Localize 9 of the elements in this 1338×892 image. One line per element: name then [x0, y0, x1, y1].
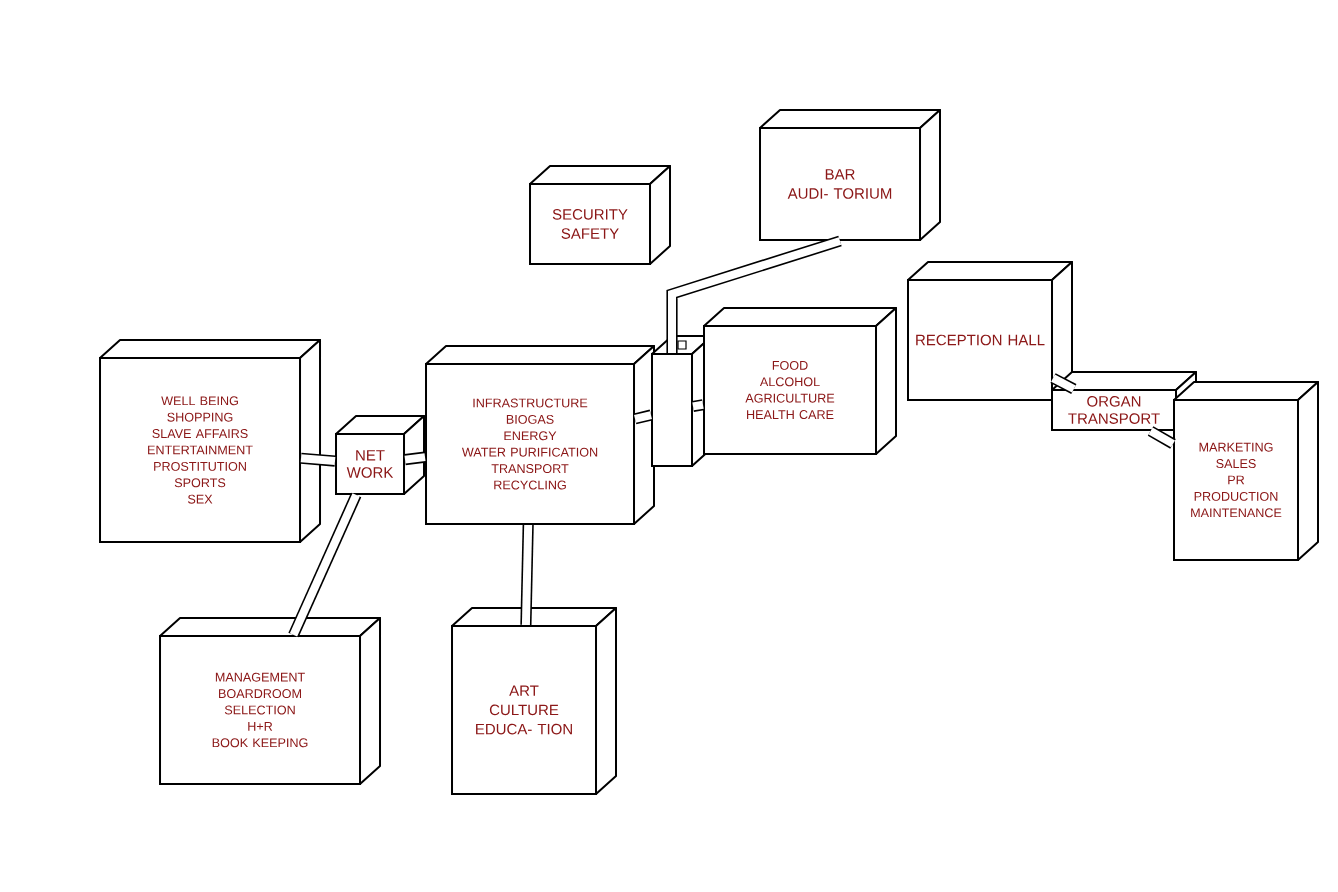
- tube: [633, 409, 653, 425]
- tube: [666, 235, 842, 353]
- tube: [1147, 426, 1176, 449]
- tube: [404, 451, 426, 466]
- tube: [692, 399, 704, 412]
- tube: [300, 452, 336, 467]
- tube: [520, 524, 534, 626]
- tube: [288, 492, 362, 638]
- tube: [1050, 373, 1077, 394]
